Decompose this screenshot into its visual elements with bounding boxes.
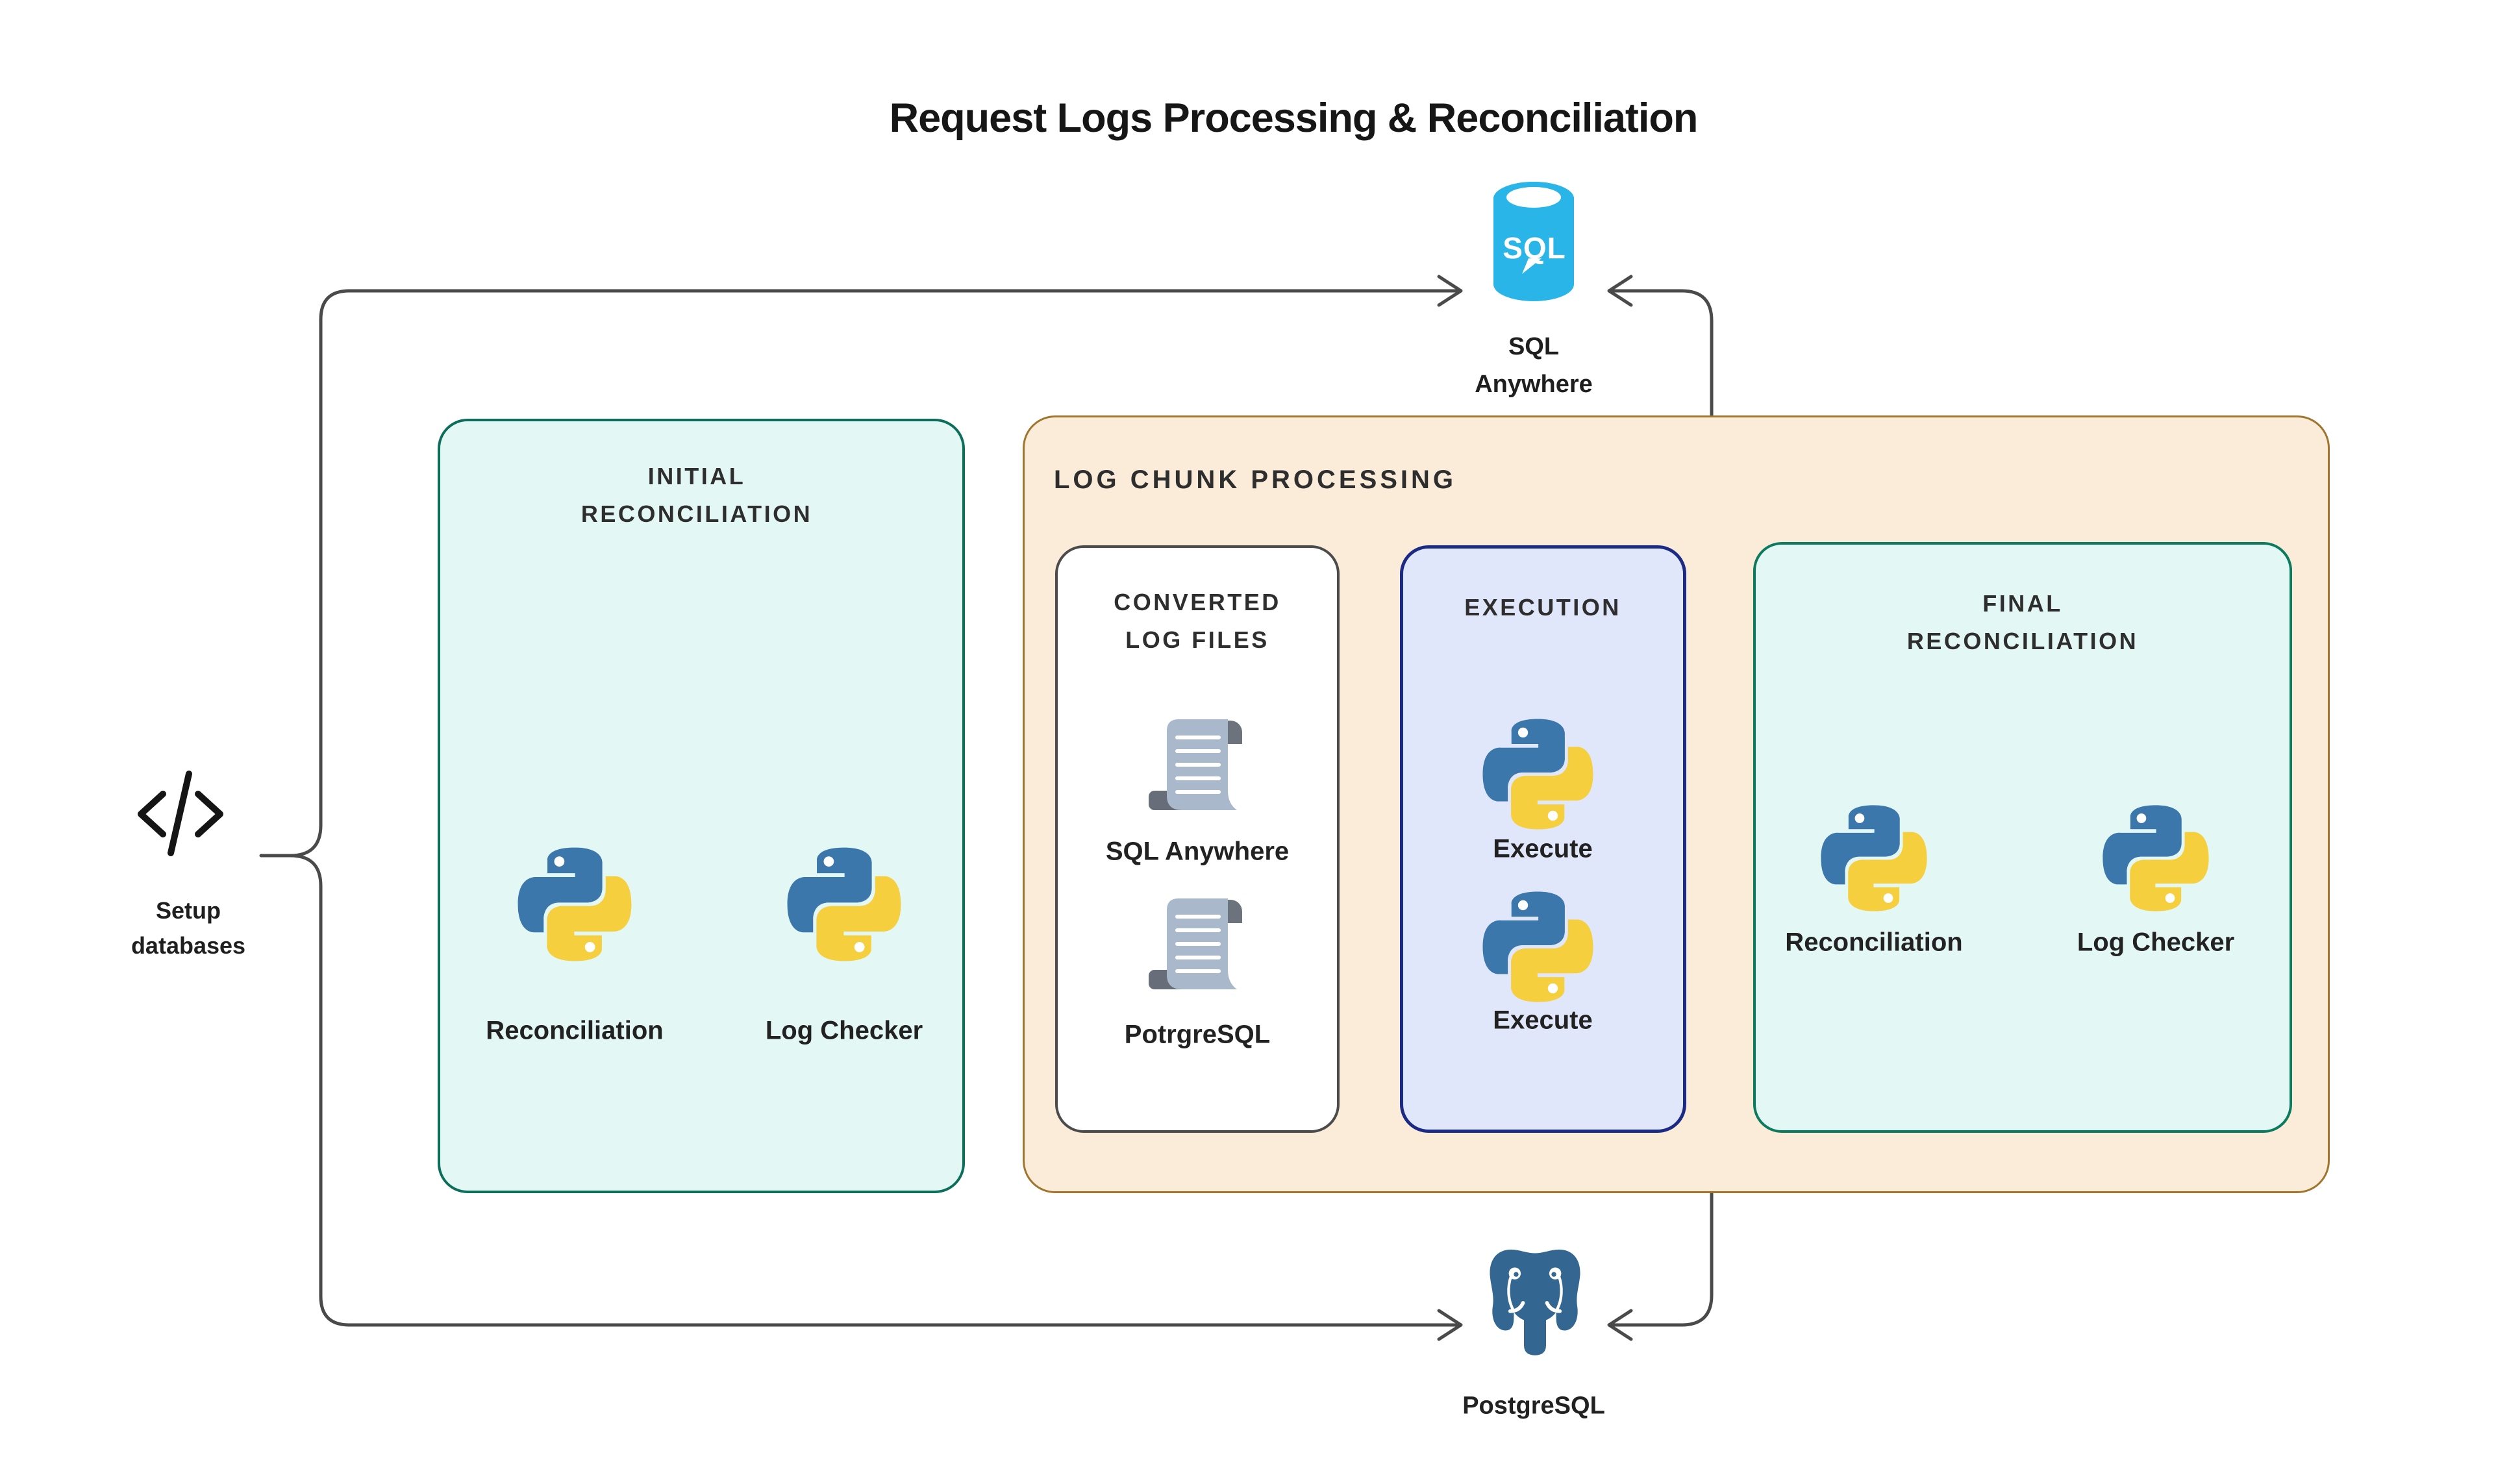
python-icon: [1481, 717, 1595, 831]
execution-header: EXECUTION: [1464, 589, 1621, 626]
wire-setup-to-postgresql: [288, 854, 1463, 1341]
setup-label-line1: Setup: [155, 897, 221, 924]
converted-log-files-box: [1055, 545, 1340, 1133]
arrowhead-right-icon: [1437, 1309, 1463, 1341]
sqlanywhere-file-label: SQL Anywhere: [1105, 837, 1290, 866]
code-icon: [132, 765, 229, 862]
execution-header-line: EXECUTION: [1464, 594, 1621, 621]
initial-header-line2: RECONCILIATION: [580, 501, 813, 527]
scroll-icon: [1146, 717, 1243, 821]
postgres-file-label: PotrgreSQL: [1124, 1020, 1271, 1049]
sql-anywhere-label-line1: SQL: [1508, 333, 1560, 360]
python-icon: [1819, 804, 1928, 913]
arrowhead-right-icon: [1437, 275, 1463, 307]
log-chunk-processing-header: LOG CHUNK PROCESSING: [1054, 465, 1457, 494]
initial-reconciliation-item-label: Reconciliation: [486, 1016, 664, 1045]
wire-setup-to-sql-anywhere: [288, 275, 1463, 858]
arrowhead-left-icon: [1607, 275, 1633, 307]
execution-box: [1400, 545, 1686, 1133]
python-icon: [786, 846, 903, 963]
setup-databases-label: Setup databases: [131, 893, 245, 963]
converted-header-line1: CONVERTED: [1114, 589, 1281, 615]
final-header-line1: FINAL: [1982, 590, 2063, 617]
converted-log-files-header: CONVERTED LOG FILES: [1114, 584, 1281, 659]
sql-anywhere-label-line2: Anywhere: [1475, 371, 1593, 398]
initial-header-line1: INITIAL: [647, 463, 746, 489]
final-header-line2: RECONCILIATION: [1906, 628, 2139, 654]
converted-header-line2: LOG FILES: [1125, 626, 1269, 653]
sql-anywhere-node-label: SQL Anywhere: [1475, 328, 1593, 403]
setup-label-line2: databases: [131, 932, 246, 959]
execute1-label: Execute: [1493, 834, 1593, 863]
initial-reconciliation-box: [438, 419, 965, 1193]
postgresql-node-label: PostgreSQL: [1462, 1392, 1605, 1420]
python-icon: [1481, 890, 1595, 1004]
sql-badge-label: SQL: [1503, 231, 1566, 265]
diagram-title: Request Logs Processing & Reconciliation: [889, 95, 1699, 141]
execute2-label: Execute: [1493, 1006, 1593, 1035]
postgresql-elephant-icon: [1480, 1245, 1590, 1361]
sql-database-icon: [1491, 179, 1577, 304]
python-icon: [2101, 804, 2210, 913]
final-reconciliation-item-label: Reconciliation: [1785, 928, 1963, 957]
initial-reconciliation-header: INITIAL RECONCILIATION: [581, 458, 812, 533]
scroll-icon: [1146, 896, 1243, 1000]
final-log-checker-item-label: Log Checker: [2077, 928, 2235, 957]
initial-log-checker-item-label: Log Checker: [765, 1016, 923, 1045]
python-icon: [516, 846, 633, 963]
final-reconciliation-header: FINAL RECONCILIATION: [1907, 585, 2138, 660]
arrowhead-left-icon: [1607, 1309, 1633, 1341]
